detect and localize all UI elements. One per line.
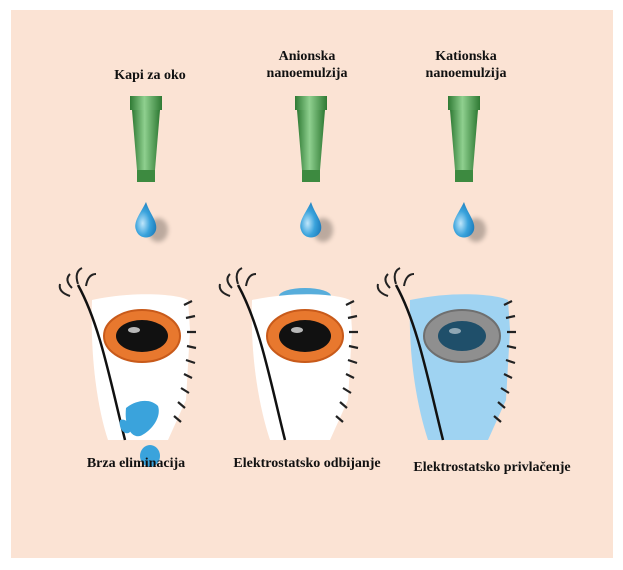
column-anionic-nanoemulsion xyxy=(220,96,358,440)
caption-rapid-elimination: Brza eliminacija xyxy=(87,455,185,472)
dropper-tip xyxy=(130,96,162,182)
caption-electrostatic-repulsion: Elektrostatsko odbijanje xyxy=(233,455,380,472)
pupil xyxy=(279,320,331,352)
dropper-tip xyxy=(295,96,327,182)
dropper-tip xyxy=(448,96,480,182)
pupil xyxy=(116,320,168,352)
column-cationic-nanoemulsion xyxy=(378,96,516,440)
pupil xyxy=(438,321,486,351)
eye-illustration xyxy=(378,268,516,440)
eye-illustration xyxy=(60,268,196,467)
label-eye-drops: Kapi za oko xyxy=(114,67,186,84)
label-anionic-nanoemulsion: Anionska nanoemulzija xyxy=(267,48,348,82)
drop-icon xyxy=(135,202,156,238)
column-eye-drops xyxy=(60,96,196,467)
label-line: Kationska xyxy=(426,48,507,65)
drop-icon xyxy=(453,202,474,238)
label-line: nanoemulzija xyxy=(267,65,348,82)
label-line: Anionska xyxy=(267,48,348,65)
drop-icon xyxy=(300,202,321,238)
label-cationic-nanoemulsion: Kationska nanoemulzija xyxy=(426,48,507,82)
caption-electrostatic-attraction: Elektrostatsko privlačenje xyxy=(413,459,570,476)
label-line: nanoemulzija xyxy=(426,65,507,82)
